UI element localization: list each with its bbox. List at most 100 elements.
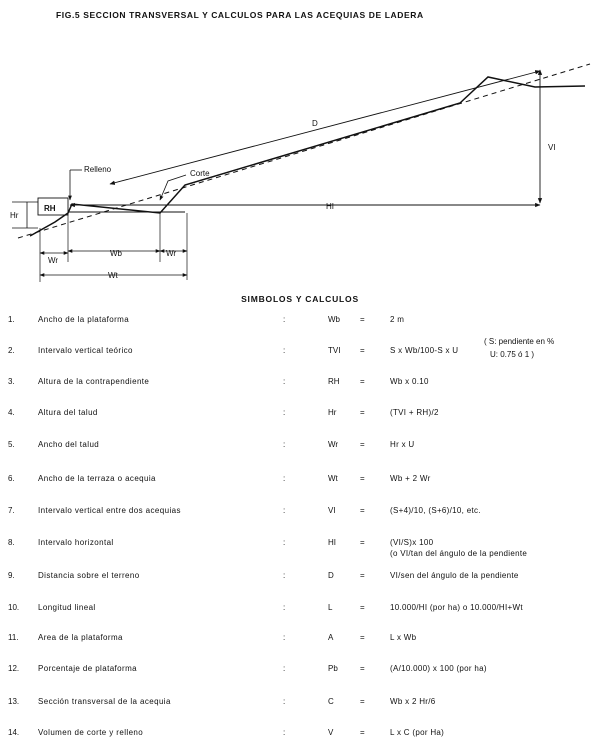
row-num: 14.	[8, 728, 20, 737]
row-colon: :	[283, 474, 286, 483]
label-relleno: Relleno	[84, 165, 112, 174]
table-row: 1.Ancho de la plataforma:Wb=2 m	[0, 315, 600, 329]
row-desc: Ancho de la terraza o acequia	[38, 474, 156, 483]
corte-leader	[159, 174, 187, 201]
row-formula: (TVI + RH)/2	[390, 408, 439, 417]
d-dimension-line	[109, 70, 541, 185]
row-formula: Wb + 2 Wr	[390, 474, 431, 483]
label-hi: HI	[326, 202, 334, 211]
row-desc: Distancia sobre el terreno	[38, 571, 140, 580]
row-colon: :	[283, 538, 286, 547]
row-desc: Intervalo vertical teórico	[38, 346, 133, 355]
row-num: 1.	[8, 315, 15, 324]
row-desc: Ancho de la plataforma	[38, 315, 130, 324]
row-formula: S x Wb/100-S x U	[390, 346, 459, 355]
row-sym: Wb	[328, 315, 340, 324]
label-vi: VI	[548, 143, 556, 152]
table-row: 13.Sección transversal de la acequia:C=W…	[0, 697, 600, 711]
table-row: 14. Volumen de corte y relleno: V = L x C (p…	[0, 728, 600, 742]
row-num: 13.	[8, 697, 20, 706]
cross-section-diagram: Relleno Corte D VI HI RH Hr Wr Wb Wr Wt	[10, 63, 591, 282]
row-eq: =	[360, 377, 365, 386]
row-eq: =	[360, 346, 365, 355]
row-desc: Altura de la contrapendiente	[38, 377, 150, 386]
table-row: 6.Ancho de la terraza o acequia:Wt=Wb + …	[0, 474, 600, 488]
row-formula: Wb x 0.10	[390, 377, 429, 386]
row-eq: =	[360, 538, 365, 547]
table-row: 12.Porcentaje de plataforma:Pb=(A/10.000…	[0, 664, 600, 678]
row-num: 7.	[8, 506, 15, 515]
note-line-2: U: 0.75 ó 1 )	[490, 350, 535, 359]
label-rh: RH	[44, 204, 56, 213]
row-eq: =	[360, 728, 365, 737]
row-num: 3.	[8, 377, 15, 386]
rh-box	[37, 197, 69, 216]
row-num: 4.	[8, 408, 15, 417]
row-formula-line-2: (o VI/tan del ángulo de la pendiente	[390, 549, 528, 558]
section-title: SIMBOLOS Y CALCULOS	[241, 294, 359, 304]
row-num: 2.	[8, 346, 15, 355]
row-sym: V	[328, 728, 334, 737]
row-desc: Porcentaje de plataforma	[38, 664, 137, 673]
row-num: 11.	[8, 633, 19, 642]
row-eq: =	[360, 571, 365, 580]
row-sym: L	[328, 603, 333, 612]
row-formula: L x Wb	[390, 633, 417, 642]
row-sym: Pb	[328, 664, 338, 673]
row-desc: Altura del talud	[38, 408, 98, 417]
row-num: 12.	[8, 664, 20, 673]
row-eq: =	[360, 506, 365, 515]
row-eq: =	[360, 633, 365, 642]
row-formula: Wb x 2 Hr/6	[390, 697, 436, 706]
label-d: D	[312, 119, 318, 128]
row-num: 9.	[8, 571, 15, 580]
label-wb: Wb	[110, 249, 123, 258]
row-num: 5.	[8, 440, 15, 449]
table-row: 8.Intervalo horizontal:HI=(VI/S)x 100(o …	[0, 538, 600, 558]
table-row: 11.Area de la plataforma:A=L x Wb	[0, 633, 600, 647]
row-sym: C	[328, 697, 334, 706]
table-row: 7.Intervalo vertical entre dos acequias:…	[0, 506, 600, 520]
table-row: 10. Longitud lineal: L = 10.000/HI (por ha) …	[0, 603, 600, 617]
row-sym: HI	[328, 538, 336, 547]
row-formula: 10.000/HI (por ha) o 10.000/HI+Wt	[390, 603, 523, 612]
row-sym: Wt	[328, 474, 338, 483]
row-eq: =	[360, 408, 365, 417]
row-sym: RH	[328, 377, 340, 386]
row-colon: :	[283, 315, 286, 324]
table-row: 2.Intervalo vertical teórico:TVI=S x Wb/…	[0, 346, 600, 360]
row-formula: (S+4)/10, (S+6)/10, etc.	[390, 506, 481, 515]
row-colon: :	[283, 664, 286, 673]
row-desc: Ancho del talud	[38, 440, 100, 449]
row-colon: :	[283, 728, 286, 737]
row-sym: Hr	[328, 408, 337, 417]
table-row: 9.Distancia sobre el terreno:D=VI/sen de…	[0, 571, 600, 585]
row-colon: :	[283, 440, 286, 449]
row-sym: VI	[328, 506, 336, 515]
row-sym: TVI	[328, 346, 341, 355]
row-eq: =	[360, 315, 365, 324]
row-num: 10.	[8, 603, 20, 612]
row-formula: (A/10.000) x 100 (por ha)	[390, 664, 487, 673]
row-formula: (VI/S)x 100	[390, 538, 434, 547]
row-num: 6.	[8, 474, 15, 483]
row-colon: :	[283, 603, 286, 612]
label-corte: Corte	[190, 169, 210, 178]
row-colon: :	[283, 697, 286, 706]
table-row: 3.Altura de la contrapendiente:RH=Wb x 0…	[0, 377, 600, 391]
row-desc: Sección transversal de la acequia	[38, 697, 171, 706]
row-eq: =	[360, 440, 365, 449]
label-wt: Wt	[108, 271, 119, 280]
table-row: 4.Altura del talud:Hr=(TVI + RH)/2	[0, 408, 600, 422]
row-formula: L x C (por Ha)	[390, 728, 445, 737]
row-colon: :	[283, 633, 286, 642]
row-num: 8.	[8, 538, 15, 547]
note-line-1: ( S: pendiente en %	[484, 337, 555, 346]
row-desc: Volumen de corte y relleno	[38, 728, 144, 737]
label-wr-right: Wr	[166, 249, 176, 258]
row-formula: VI/sen del ángulo de la pendiente	[390, 571, 519, 580]
row-eq: =	[360, 603, 365, 612]
label-hr: Hr	[10, 211, 19, 220]
label-wr-left: Wr	[48, 256, 58, 265]
row-desc: Longitud lineal	[38, 603, 96, 612]
